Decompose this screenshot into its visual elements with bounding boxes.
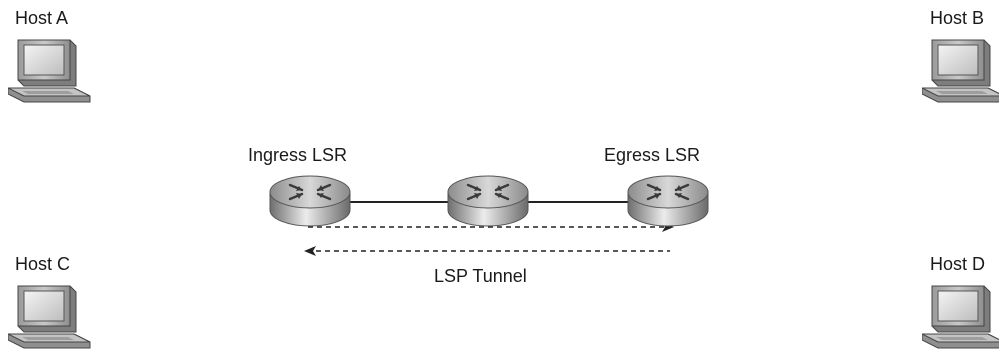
- tunnel-arrow-return: [304, 246, 670, 256]
- host-d-computer-icon: [922, 282, 999, 352]
- core-router-icon: [446, 172, 530, 230]
- host-d-label: Host D: [930, 254, 986, 274]
- host-b-computer-icon: [922, 36, 999, 106]
- host-a-computer-icon: [8, 36, 92, 106]
- ingress-router-icon: [268, 172, 352, 230]
- host-c-label: Host C: [15, 254, 71, 274]
- host-c-computer-icon: [8, 282, 92, 352]
- lsp-tunnel-label: LSP Tunnel: [434, 266, 527, 286]
- host-b-label: Host B: [930, 8, 985, 28]
- host-a-label: Host A: [15, 8, 69, 28]
- egress-lsr-label: Egress LSR: [604, 145, 701, 165]
- egress-router-icon: [626, 172, 710, 230]
- ingress-lsr-label: Ingress LSR: [248, 145, 348, 165]
